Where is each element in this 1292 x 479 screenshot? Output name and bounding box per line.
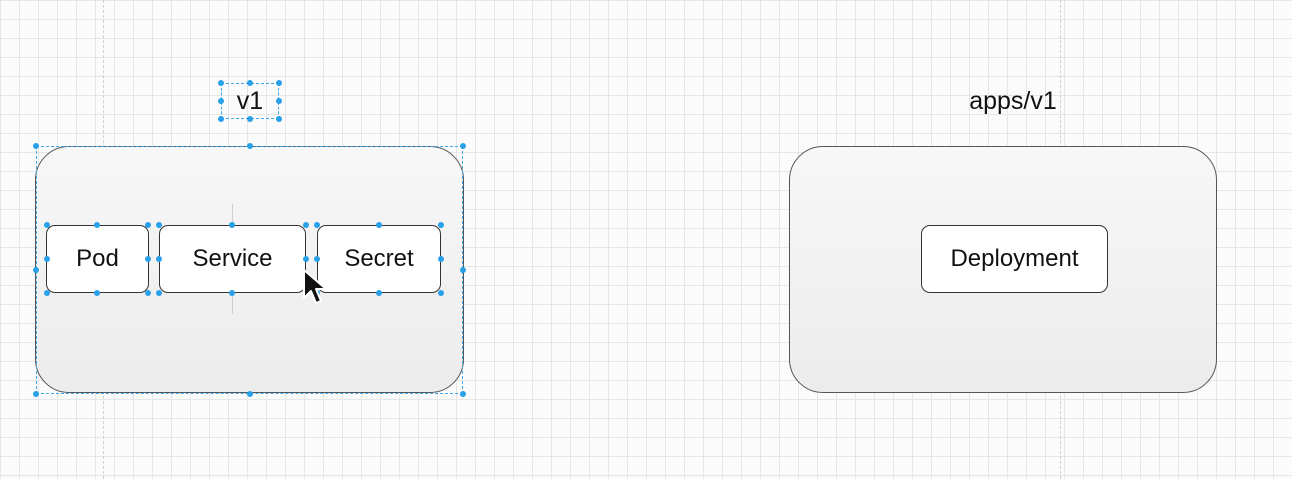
resize-handle[interactable]: [376, 222, 382, 228]
resize-handle[interactable]: [218, 80, 224, 86]
resize-handle[interactable]: [229, 222, 235, 228]
resize-handle[interactable]: [156, 256, 162, 262]
resize-handle[interactable]: [94, 222, 100, 228]
resize-handle[interactable]: [247, 116, 253, 122]
resize-handle[interactable]: [460, 391, 466, 397]
group-label-v1[interactable]: v1: [236, 87, 264, 115]
resize-handle[interactable]: [33, 143, 39, 149]
resize-handle[interactable]: [33, 267, 39, 273]
resize-handle[interactable]: [314, 222, 320, 228]
move-hint: [232, 204, 233, 224]
resize-handle[interactable]: [314, 256, 320, 262]
mouse-cursor-icon: [303, 269, 327, 304]
node-pod[interactable]: Pod: [46, 225, 149, 293]
node-label: Pod: [76, 245, 119, 272]
resize-handle[interactable]: [276, 116, 282, 122]
resize-handle[interactable]: [145, 222, 151, 228]
resize-handle[interactable]: [460, 267, 466, 273]
resize-handle[interactable]: [247, 80, 253, 86]
resize-handle[interactable]: [156, 222, 162, 228]
resize-handle[interactable]: [438, 256, 444, 262]
resize-handle[interactable]: [229, 290, 235, 296]
move-hint: [232, 294, 233, 314]
resize-handle[interactable]: [303, 222, 309, 228]
resize-handle[interactable]: [33, 391, 39, 397]
resize-handle[interactable]: [218, 98, 224, 104]
resize-handle[interactable]: [438, 222, 444, 228]
resize-handle[interactable]: [156, 290, 162, 296]
node-label: Deployment: [950, 245, 1079, 272]
resize-handle[interactable]: [303, 256, 309, 262]
node-secret[interactable]: Secret: [317, 225, 441, 293]
resize-handle[interactable]: [94, 290, 100, 296]
node-service[interactable]: Service: [159, 225, 306, 293]
resize-handle[interactable]: [276, 98, 282, 104]
resize-handle[interactable]: [44, 290, 50, 296]
resize-handle[interactable]: [44, 256, 50, 262]
node-label: Service: [192, 245, 273, 272]
resize-handle[interactable]: [247, 391, 253, 397]
group-label-apps-v1[interactable]: apps/v1: [969, 87, 1057, 115]
resize-handle[interactable]: [376, 290, 382, 296]
resize-handle[interactable]: [247, 143, 253, 149]
resize-handle[interactable]: [44, 222, 50, 228]
resize-handle[interactable]: [145, 256, 151, 262]
resize-handle[interactable]: [438, 290, 444, 296]
resize-handle[interactable]: [460, 143, 466, 149]
node-label: Secret: [344, 245, 414, 272]
resize-handle[interactable]: [218, 116, 224, 122]
node-deployment[interactable]: Deployment: [921, 225, 1108, 293]
resize-handle[interactable]: [276, 80, 282, 86]
resize-handle[interactable]: [145, 290, 151, 296]
